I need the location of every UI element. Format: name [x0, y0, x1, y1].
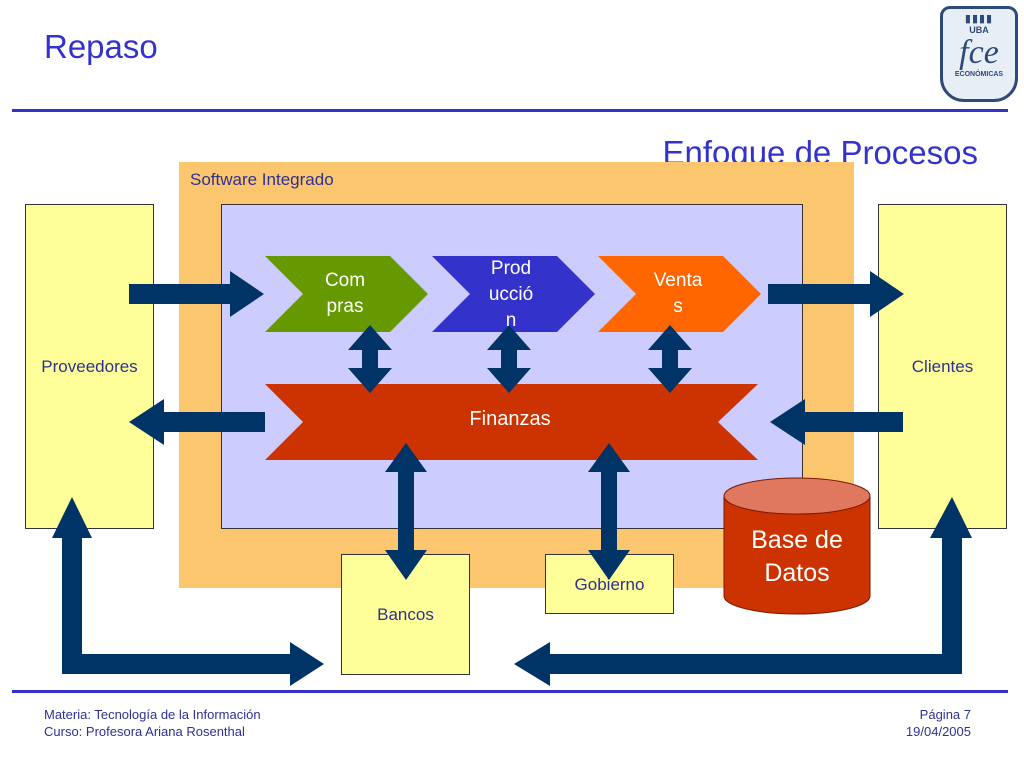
arrow-suppliers-to-compras	[129, 271, 264, 317]
arrow-clients-to-government	[514, 497, 972, 686]
arrow-finanzas-government	[588, 443, 630, 580]
arrow-finanzas-to-suppliers	[129, 399, 265, 445]
header-rule	[12, 109, 1008, 112]
suppliers-box	[25, 204, 154, 529]
logo-main-text: fce	[959, 34, 999, 71]
arrow-compras-finanzas	[348, 325, 392, 393]
finanzas-banner	[265, 384, 758, 460]
software-integrado-label: Software Integrado	[190, 170, 334, 189]
logo-columns: ▮▮▮▮	[964, 13, 994, 25]
government-box	[545, 554, 674, 614]
compras-chevron	[265, 256, 428, 332]
arrow-ventas-to-clients	[768, 271, 904, 317]
arrow-clients-to-finanzas	[770, 399, 903, 445]
footer-page: Página 7	[919, 707, 971, 722]
footer-course: Curso: Profesora Ariana Rosenthal	[44, 724, 245, 739]
arrow-finanzas-banks	[385, 443, 427, 580]
finanzas-label: Finanzas	[469, 408, 551, 430]
logo-bottom-text: ECONÓMICAS	[954, 71, 1004, 78]
suppliers-label: Proveedores	[41, 357, 138, 376]
arrow-produccion-finanzas	[487, 325, 531, 393]
footer-right: Página 7 19/04/2005	[800, 706, 971, 740]
arrow-suppliers-to-banks	[52, 497, 324, 686]
logo-top-text: UBA	[969, 25, 989, 35]
produccion-chevron	[432, 256, 595, 332]
ventas-chevron	[598, 256, 761, 332]
fce-logo: ▮▮▮▮ UBA fce ECONÓMICAS	[940, 6, 1018, 102]
arrow-ventas-finanzas	[648, 325, 692, 393]
clients-box	[878, 204, 1007, 529]
footer-rule	[12, 690, 1008, 693]
database-cylinder	[723, 477, 871, 615]
footer-left: Materia: Tecnología de la Información Cu…	[44, 706, 261, 740]
footer-subject: Materia: Tecnología de la Información	[44, 707, 261, 722]
government-label: Gobierno	[574, 575, 645, 594]
slide-title: Repaso	[44, 28, 158, 65]
footer-date: 19/04/2005	[905, 724, 971, 739]
banks-label: Bancos	[377, 605, 434, 624]
clients-label: Clientes	[911, 357, 974, 376]
